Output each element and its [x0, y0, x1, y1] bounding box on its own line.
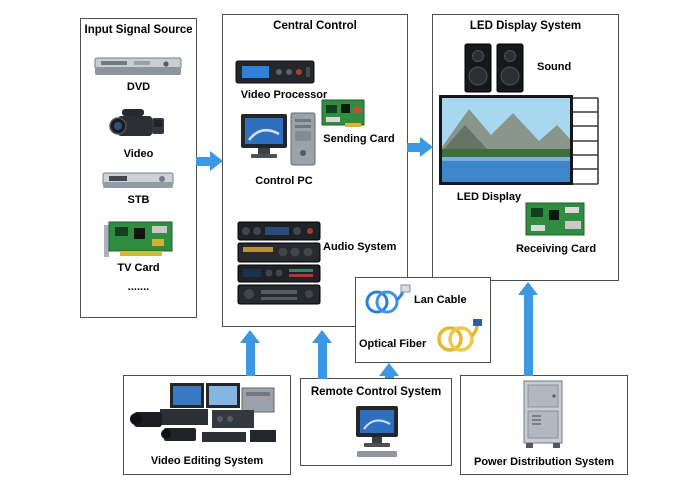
- arrow-editing-to-central: [240, 330, 260, 376]
- led-display-system-title: LED Display System: [469, 20, 582, 32]
- arrow-shaft: [384, 376, 394, 378]
- arrow-shaft: [523, 295, 533, 376]
- sending-card-label: Sending Card: [323, 133, 395, 145]
- power-cabinet-image: [519, 380, 567, 450]
- control-pc-image: [239, 111, 317, 171]
- remote-pc-image: [348, 405, 406, 459]
- stb-label: STB: [127, 194, 150, 206]
- remote-control-system-title: Remote Control System: [310, 386, 442, 398]
- video-camera-image: [108, 105, 168, 145]
- dvd-label: DVD: [126, 81, 151, 93]
- arrow-shaft: [196, 156, 210, 166]
- central-control-title: Central Control: [273, 20, 357, 32]
- audio-system-label: Audio System: [323, 241, 397, 253]
- tv-card-image: [102, 221, 174, 259]
- input-signal-source-box: Input Signal Source DVD Video: [80, 18, 197, 318]
- video-editing-system-label: Video Editing System: [150, 455, 264, 467]
- led-display-system-box: LED Display System Sound: [432, 14, 619, 281]
- stb-image: [102, 171, 174, 191]
- arrow-central-to-led: [407, 137, 433, 157]
- arrow-head-icon: [420, 137, 433, 157]
- arrow-remote-to-cables: [379, 363, 399, 378]
- control-pc-label: Control PC: [255, 175, 313, 187]
- led-display-label: LED Display: [456, 191, 522, 203]
- remote-control-system-box: Remote Control System: [300, 378, 452, 466]
- video-label: Video: [123, 148, 154, 160]
- video-editing-system-box: Video Editing System: [123, 375, 291, 475]
- tv-card-label: TV Card: [117, 262, 160, 274]
- arrow-head-icon: [240, 330, 260, 343]
- led-display-image: [439, 95, 573, 185]
- video-processor-image: [235, 59, 315, 85]
- lan-cable-label: Lan Cable: [414, 294, 467, 306]
- arrow-head-icon: [312, 330, 332, 343]
- video-editing-equipment-image: [130, 382, 286, 446]
- dvd-player-image: [94, 57, 182, 77]
- input-signal-source-title: Input Signal Source: [84, 24, 193, 36]
- optical-fiber-image: [430, 318, 486, 354]
- receiving-card-image: [525, 201, 585, 237]
- arrow-input-to-central: [196, 151, 223, 171]
- arrow-shaft: [317, 343, 327, 379]
- arrow-head-icon: [210, 151, 223, 171]
- arrow-shaft: [407, 142, 420, 152]
- ellipsis-label: .......: [127, 281, 150, 293]
- power-distribution-system-label: Power Distribution System: [474, 456, 614, 468]
- arrow-shaft: [245, 343, 255, 376]
- power-distribution-system-box: Power Distribution System: [460, 375, 628, 475]
- receiving-card-label: Receiving Card: [515, 243, 597, 255]
- central-control-box: Central Control Video Processor Se: [222, 14, 408, 327]
- arrow-head-icon: [379, 363, 399, 376]
- lan-cable-image: [361, 284, 413, 316]
- sending-card-image: [321, 97, 365, 129]
- arrow-power-to-led: [518, 282, 538, 376]
- speakers-image: [463, 43, 525, 93]
- sound-label: Sound: [537, 61, 572, 73]
- cables-box: Lan Cable Optical Fiber: [355, 277, 491, 363]
- arrow-remote-to-central: [312, 330, 332, 379]
- audio-system-image: [237, 221, 321, 305]
- arrow-head-icon: [518, 282, 538, 295]
- video-processor-label: Video Processor: [240, 89, 328, 101]
- display-wiring-lines: [572, 97, 600, 185]
- optical-fiber-label: Optical Fiber: [359, 338, 427, 350]
